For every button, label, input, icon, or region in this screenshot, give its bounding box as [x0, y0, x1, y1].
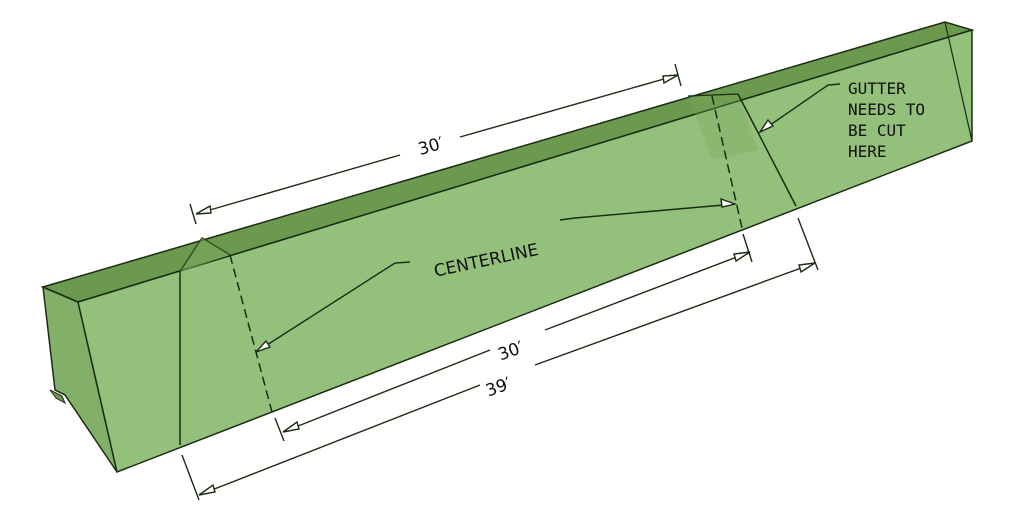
right-centerline-dashed: [711, 95, 743, 229]
bottom-outer-dimension: [181, 217, 819, 501]
cut-note-leader: [758, 83, 841, 134]
cut-note-line-2: NEEDS TO: [848, 100, 925, 119]
cut-note-line-3: BE CUT: [848, 121, 906, 140]
gutter-lip: [49, 389, 67, 405]
centerline-leaders: [255, 197, 738, 353]
bottom-outer-dimension-label: 39′: [483, 374, 514, 402]
cut-note-line-4: HERE: [848, 142, 887, 161]
bottom-inner-dimension: [274, 233, 753, 442]
bottom-inner-dimension-label: 30′: [496, 338, 527, 366]
top-dimension: [189, 63, 682, 225]
cut-line: [737, 93, 797, 207]
top-dimension-label: 30′: [416, 134, 446, 160]
cut-note-line-1: GUTTER: [848, 79, 906, 98]
